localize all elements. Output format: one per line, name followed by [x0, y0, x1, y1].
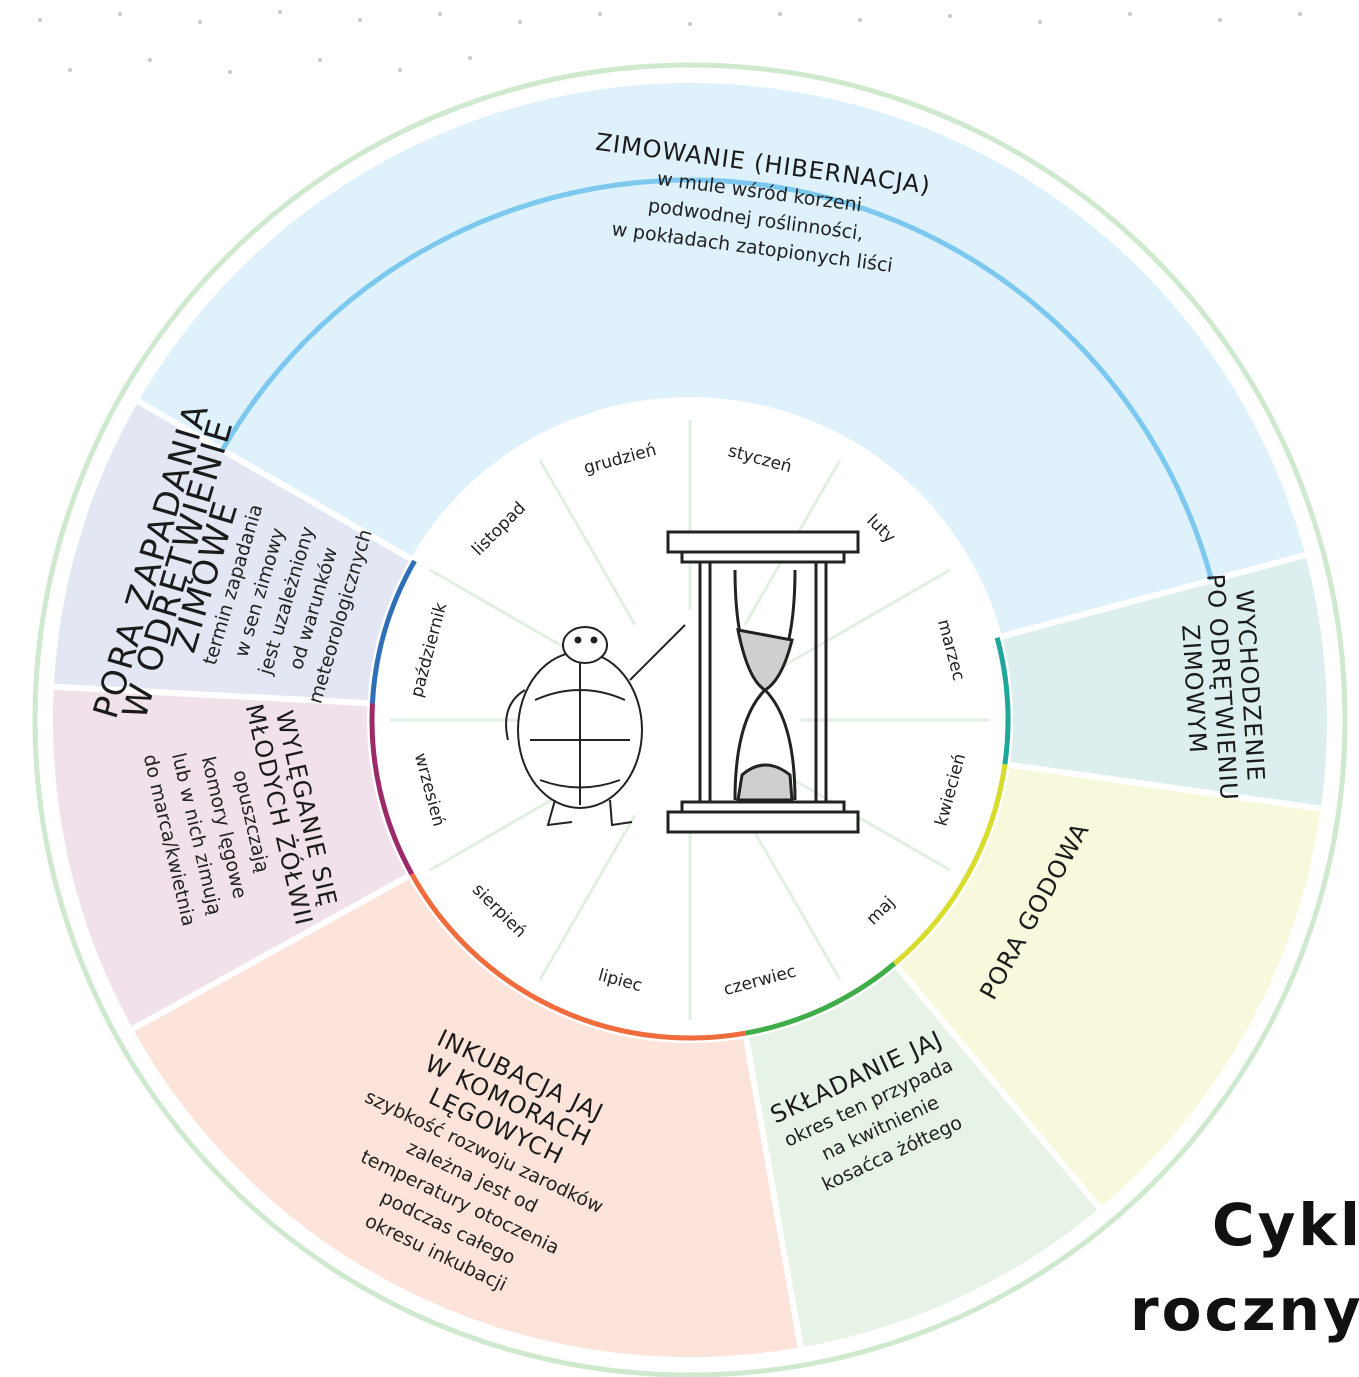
turtle-illustration — [505, 624, 686, 827]
month-spoke — [538, 459, 637, 626]
title-line-2: roczny — [1130, 1276, 1359, 1344]
phase-sectors — [47, 77, 1333, 1363]
phase-arc-pora-godowa — [892, 763, 1008, 966]
month-disc — [390, 420, 990, 1020]
outer-ring — [32, 62, 1348, 1377]
phase-sector-zimowanie — [131, 77, 1312, 641]
phase-arcs — [220, 177, 1215, 1041]
phase-arc-zapadanie — [369, 559, 417, 704]
month-spoke — [743, 814, 842, 981]
phase-arc-wychodzenie — [994, 637, 1011, 765]
month-spoke — [784, 773, 951, 872]
hourglass-icon — [666, 530, 860, 834]
phase-arc-zimowanie — [220, 177, 1215, 581]
phase-arc-skladanie — [744, 961, 897, 1036]
phase-arc-wylęganie — [369, 703, 415, 876]
month-spoke — [538, 814, 637, 981]
title-line-1: Cykl — [1212, 1191, 1359, 1259]
speckle-border — [38, 10, 1302, 74]
month-spoke — [784, 568, 951, 667]
phase-arc-inkubacja — [409, 872, 746, 1041]
